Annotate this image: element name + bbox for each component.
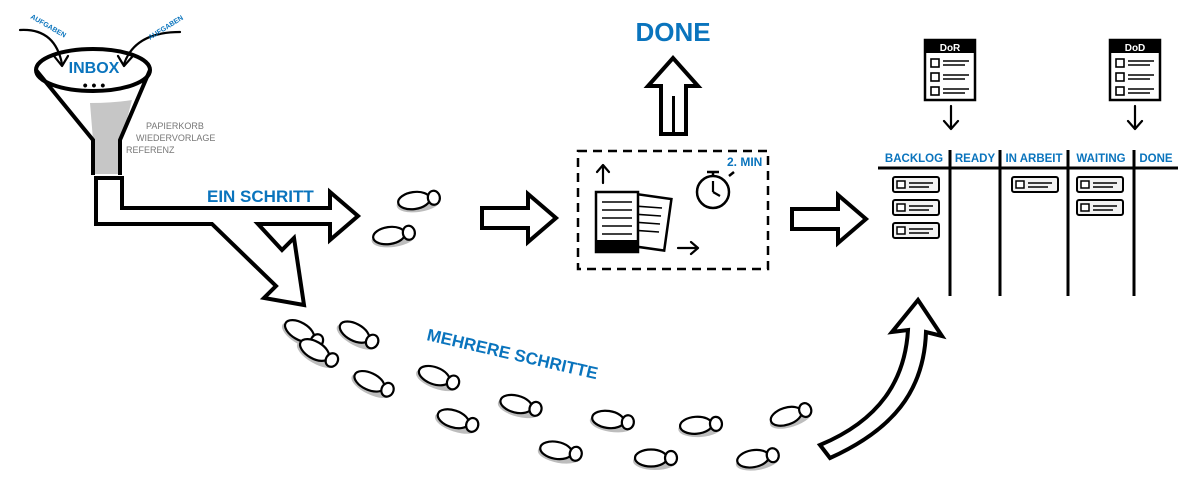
column-ready: READY — [955, 153, 996, 165]
input-arrowhead-left-icon — [52, 54, 70, 68]
column-waiting: WAITING — [1076, 153, 1125, 165]
down-arrow-icon — [1126, 104, 1144, 131]
dod-checklist: DoD — [1108, 38, 1162, 131]
up-arrow-icon — [595, 163, 611, 185]
footprint-icon — [631, 448, 679, 472]
footprint-icon — [368, 222, 418, 252]
down-arrow-icon — [942, 104, 960, 131]
bin-referenz: REFERENZ — [126, 145, 175, 155]
footprints-multiple — [276, 313, 816, 475]
dor-checklist: DoR — [923, 38, 977, 131]
footprint-icon — [431, 404, 482, 440]
dor-label: DoR — [940, 43, 961, 54]
input-label-right: AUFGABEN — [147, 15, 184, 42]
footprint-icon — [494, 390, 545, 424]
waiting-card — [1076, 199, 1124, 216]
input-arrow-right — [122, 30, 182, 66]
footprints-single — [368, 187, 443, 252]
footprint-icon — [346, 364, 398, 405]
input-arrow-left — [18, 28, 64, 66]
mehrere-schritte-label: MEHRERE SCHRITTE — [425, 325, 600, 383]
footprint-icon — [412, 360, 463, 397]
arrow-to-board — [790, 190, 870, 248]
right-arrow-icon — [676, 240, 700, 256]
ein-schritt-label: EIN SCHRITT — [207, 187, 314, 206]
two-minute-box: 2. MIN — [576, 149, 770, 271]
footprint-icon — [676, 413, 724, 440]
backlog-card — [892, 199, 940, 216]
bin-wiedervorlage: WIEDERVORLAGE — [136, 133, 215, 143]
done-label: DONE — [635, 17, 710, 47]
split-arrow — [94, 176, 362, 308]
waiting-card — [1076, 176, 1124, 193]
footprint-icon — [535, 437, 585, 468]
column-backlog: BACKLOG — [885, 153, 943, 165]
footprint-icon — [393, 187, 443, 217]
input-arrowhead-right-icon — [116, 54, 134, 68]
footprint-icon — [587, 407, 637, 437]
two-min-label: 2. MIN — [727, 155, 762, 169]
arrow-to-two-min — [480, 189, 560, 247]
stopwatch-icon — [695, 170, 735, 210]
dod-label: DoD — [1125, 43, 1146, 54]
backlog-card — [892, 176, 940, 193]
column-done: DONE — [1139, 153, 1173, 165]
inbox-funnel: INBOX • • • AUFGABEN AUFGABEN PAPIERKORB… — [18, 14, 215, 175]
footprint-icon — [765, 399, 816, 435]
ein-schritt-arrow — [94, 176, 362, 308]
backlog-card — [892, 222, 940, 239]
footprint-icon — [732, 444, 782, 475]
column-in-arbeit: IN ARBEIT — [1005, 153, 1062, 165]
inbox-dots: • • • — [83, 77, 106, 93]
input-label-left: AUFGABEN — [29, 14, 67, 40]
bin-papierkorb: PAPIERKORB — [146, 121, 204, 131]
footprint-icon — [331, 315, 383, 357]
curved-arrow-to-board — [816, 296, 947, 461]
kanban-board: BACKLOG READY IN ARBEIT WAITING DONE — [878, 150, 1178, 296]
in-arbeit-card — [1011, 176, 1059, 193]
inbox-title: INBOX — [69, 60, 120, 77]
